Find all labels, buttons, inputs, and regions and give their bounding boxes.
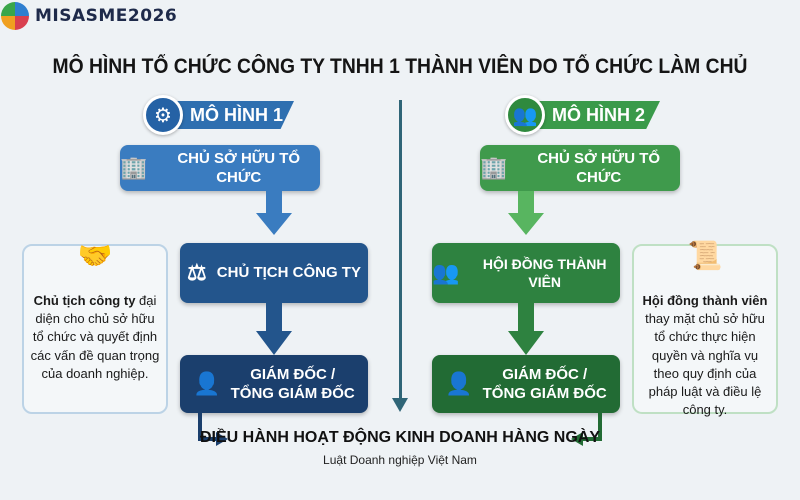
flow-connector: [198, 437, 218, 441]
model1-director-box: 👤 GIÁM ĐỐC / TỔNG GIÁM ĐỐC: [180, 355, 368, 413]
director-line2: TỔNG GIÁM ĐỐC: [230, 385, 355, 402]
director-line1: GIÁM ĐỐC /: [250, 365, 336, 383]
footer-source: Luật Doanh nghiệp Việt Nam: [323, 453, 477, 467]
model2-label: MÔ HÌNH 2: [522, 101, 660, 129]
model2-director-label: GIÁM ĐỐC / TỔNG GIÁM ĐỐC: [483, 365, 607, 404]
desk-person-icon: 👤: [193, 370, 221, 396]
handshake-icon: 🤝: [77, 240, 113, 271]
flow-connector: [198, 413, 202, 441]
gavel-person-icon: ⚖: [187, 259, 207, 285]
desk-person-icon: 👤: [445, 370, 473, 396]
model1-director-label: GIÁM ĐỐC / TỔNG GIÁM ĐỐC: [231, 365, 355, 404]
flow-connector: [582, 437, 602, 441]
model1-label: MÔ HÌNH 1: [160, 101, 294, 129]
building-handshake-icon: 🏢: [480, 154, 508, 180]
model1-chair-box: ⚖ CHỦ TỊCH CÔNG TY: [180, 243, 368, 303]
divider-arrow-head: [392, 398, 408, 412]
model2-owner-label: CHỦ SỞ HỮU TỔ CHỨC: [537, 149, 661, 187]
model2-council-label: HỘI ĐỒNG THÀNH VIÊN: [482, 255, 607, 290]
model1-chair-label: CHỦ TỊCH CÔNG TY: [216, 264, 361, 282]
model2-council-box: 👥 HỘI ĐỒNG THÀNH VIÊN: [432, 243, 620, 303]
gear-wrench-icon: ⚙: [143, 95, 183, 135]
note-text: đại diện cho chủ sở hữu tổ chức và quyết…: [30, 293, 160, 381]
brand-name: MISASME2026: [35, 6, 178, 26]
model2-director-box: 👤 GIÁM ĐỐC / TỔNG GIÁM ĐỐC: [432, 355, 620, 413]
arrow-down: [256, 191, 292, 235]
model1-note-card: 🤝 Chủ tịch công ty đại diện cho chủ sở hữ…: [22, 240, 168, 414]
arrow-down: [256, 303, 292, 355]
page-title: MÔ HÌNH TỔ CHỨC CÔNG TY TNHH 1 THÀNH VIÊ…: [52, 55, 748, 78]
model2-owner-box: 🏢 CHỦ SỞ HỮU TỔ CHỨC: [480, 145, 680, 191]
arrow-right-icon: [216, 432, 228, 446]
director-line1: GIÁM ĐỐC /: [502, 365, 588, 383]
director-line2: TỔNG GIÁM ĐỐC: [482, 385, 607, 402]
model2-note-card: 📜 Hội đồng thành viên thay mặt chủ sở hữu…: [632, 240, 778, 418]
meeting-table-icon: 👥: [432, 259, 460, 285]
arrow-down: [508, 191, 544, 235]
footer-main-text: ĐIỀU HÀNH HOẠT ĐỘNG KINH DOANH HÀNG NGÀY: [200, 429, 600, 446]
flow-connector: [598, 413, 602, 441]
model1-owner-box: 🏢 CHỦ SỞ HỮU TỔ CHỨC: [120, 145, 320, 191]
brand-logo: [1, 2, 29, 30]
model1-owner-label: CHỦ SỞ HỮU TỔ CHỨC: [177, 149, 301, 187]
arrow-left-icon: [571, 432, 583, 446]
group-users-icon: 👥: [505, 95, 545, 135]
note-bold: Chủ tịch công ty: [33, 293, 136, 308]
document-scroll-icon: 📜: [687, 240, 723, 271]
building-handshake-icon: 🏢: [120, 154, 148, 180]
note-text: thay mặt chủ sở hữu tổ chức thực hiện qu…: [645, 311, 765, 418]
note-bold: Hội đồng thành viên: [642, 293, 768, 308]
arrow-down: [508, 303, 544, 355]
divider-line: [399, 100, 402, 402]
